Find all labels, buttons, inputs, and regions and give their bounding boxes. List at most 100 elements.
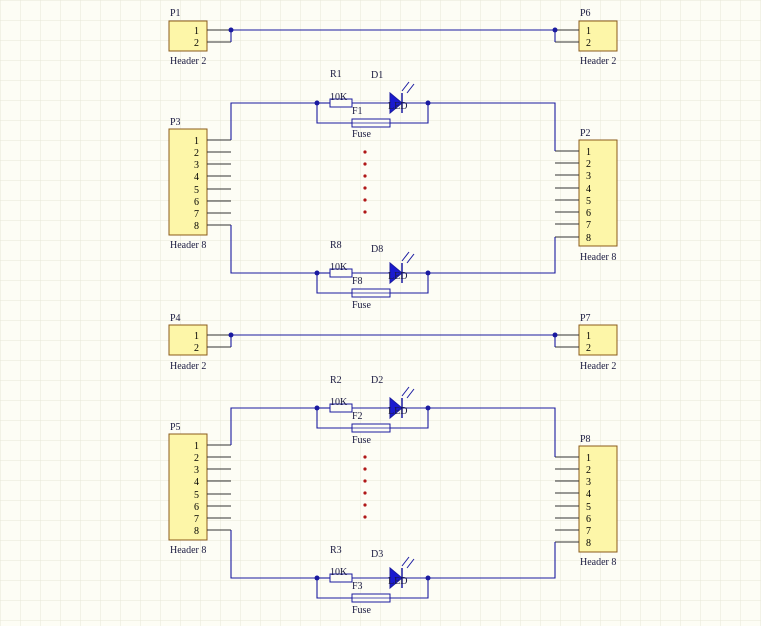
junction-dot-icon xyxy=(314,405,320,411)
comment-label: Header 2 xyxy=(580,361,616,372)
fuse-value: Fuse xyxy=(352,435,371,446)
led-value: LED xyxy=(388,101,407,112)
pin-number: 5 xyxy=(194,490,199,501)
pin-number: 2 xyxy=(586,159,591,170)
led-designator: D8 xyxy=(371,244,383,255)
header-p3[interactable]: P3 1 2 3 4 5 6 7 8 Header 8 xyxy=(168,117,231,251)
header-p4[interactable]: P4 1 2 Header 2 xyxy=(168,313,231,372)
resistor-designator: R1 xyxy=(330,69,342,80)
header-body xyxy=(578,139,618,247)
pin-number: 2 xyxy=(586,465,591,476)
pin-number: 2 xyxy=(586,38,591,49)
comment-label: Header 2 xyxy=(170,361,206,372)
pin-number: 7 xyxy=(586,220,591,231)
led-triangle-icon[interactable] xyxy=(389,261,403,285)
channel-r3-d3-f3: R3 10K D3 LED F3 Fuse xyxy=(230,530,556,616)
header-p6[interactable]: P6 1 2 Header 2 xyxy=(555,8,618,67)
pin-number: 5 xyxy=(194,185,199,196)
ellipsis-dots xyxy=(363,150,367,214)
junction-dot-icon xyxy=(314,575,320,581)
channel-r8-d8-f8: R8 10K D8 LED F8 Fuse xyxy=(230,225,556,311)
pin-lines xyxy=(555,150,579,238)
pin-number: 6 xyxy=(194,502,199,513)
junction-dot-icon xyxy=(552,332,558,338)
pin-number: 2 xyxy=(194,148,199,159)
designator-label: P6 xyxy=(580,8,591,19)
pin-lines xyxy=(207,139,231,226)
net-wire-p4-p7 xyxy=(228,332,558,347)
fuse-designator: F3 xyxy=(352,581,363,592)
pin-number: 2 xyxy=(194,453,199,464)
comment-label: Header 2 xyxy=(580,56,616,67)
junction-dot-icon xyxy=(552,27,558,33)
pin-number: 5 xyxy=(586,502,591,513)
designator-label: P2 xyxy=(580,128,591,139)
pin-number: 1 xyxy=(194,136,199,147)
resistor-value: 10K xyxy=(330,397,348,408)
led-triangle-icon[interactable] xyxy=(389,566,403,590)
pin-lines xyxy=(555,456,579,543)
led-designator: D1 xyxy=(371,70,383,81)
pin-number: 1 xyxy=(194,331,199,342)
header-body xyxy=(168,128,208,236)
pin-number: 1 xyxy=(586,147,591,158)
resistor-designator: R3 xyxy=(330,545,342,556)
header-p5[interactable]: P5 1 2 3 4 5 6 7 8 Header 8 xyxy=(168,422,231,556)
pin-number: 1 xyxy=(586,453,591,464)
junction-dot-icon xyxy=(314,270,320,276)
channel-r2-d2-f2: R2 10K D2 LED F2 Fuse xyxy=(230,375,556,457)
led-triangle-icon[interactable] xyxy=(389,91,403,115)
led-triangle-icon[interactable] xyxy=(389,396,403,420)
junction-dot-icon xyxy=(425,405,431,411)
junction-dot-icon xyxy=(425,575,431,581)
pin-number: 6 xyxy=(194,197,199,208)
header-body xyxy=(168,433,208,541)
header-p1[interactable]: P1 1 2 Header 2 xyxy=(168,8,231,67)
pin-number: 4 xyxy=(194,477,199,488)
designator-label: P1 xyxy=(170,8,181,19)
led-designator: D3 xyxy=(371,549,383,560)
pin-number: 8 xyxy=(586,538,591,549)
header-body xyxy=(578,445,618,553)
header-body xyxy=(168,324,208,356)
led-value: LED xyxy=(388,576,407,587)
pin-lines xyxy=(207,444,231,531)
led-designator: D2 xyxy=(371,375,383,386)
resistor-value: 10K xyxy=(330,567,348,578)
resistor-value: 10K xyxy=(330,262,348,273)
header-p2[interactable]: P2 1 2 3 4 5 6 7 8 Header 8 xyxy=(555,128,618,263)
channel-r1-d1-f1: R1 10K D1 LED F1 Fuse xyxy=(230,69,556,151)
ellipsis-dots xyxy=(363,455,367,519)
header-body xyxy=(578,324,618,356)
fuse-value: Fuse xyxy=(352,605,371,616)
header-p7[interactable]: P7 1 2 Header 2 xyxy=(555,313,618,372)
net-wire-p1-p6 xyxy=(228,27,558,42)
pin-number: 4 xyxy=(586,489,591,500)
pin-number: 7 xyxy=(194,209,199,220)
comment-label: Header 2 xyxy=(170,56,206,67)
comment-label: Header 8 xyxy=(580,557,616,568)
header-p8[interactable]: P8 1 2 3 4 5 6 7 8 Header 8 xyxy=(555,434,618,568)
pin-number: 2 xyxy=(194,343,199,354)
pin-number: 8 xyxy=(194,526,199,537)
junction-dot-icon xyxy=(228,27,234,33)
pin-number: 8 xyxy=(586,233,591,244)
pin-number: 1 xyxy=(194,26,199,37)
pin-number: 3 xyxy=(194,465,199,476)
pin-number: 8 xyxy=(194,221,199,232)
fuse-designator: F1 xyxy=(352,106,363,117)
pin-number: 4 xyxy=(586,184,591,195)
pin-number: 4 xyxy=(194,172,199,183)
pin-number: 3 xyxy=(586,171,591,182)
resistor-designator: R2 xyxy=(330,375,342,386)
designator-label: P7 xyxy=(580,313,591,324)
resistor-designator: R8 xyxy=(330,240,342,251)
fuse-value: Fuse xyxy=(352,300,371,311)
comment-label: Header 8 xyxy=(580,252,616,263)
designator-label: P4 xyxy=(170,313,181,324)
pin-number: 1 xyxy=(586,26,591,37)
pin-number: 2 xyxy=(586,343,591,354)
designator-label: P8 xyxy=(580,434,591,445)
